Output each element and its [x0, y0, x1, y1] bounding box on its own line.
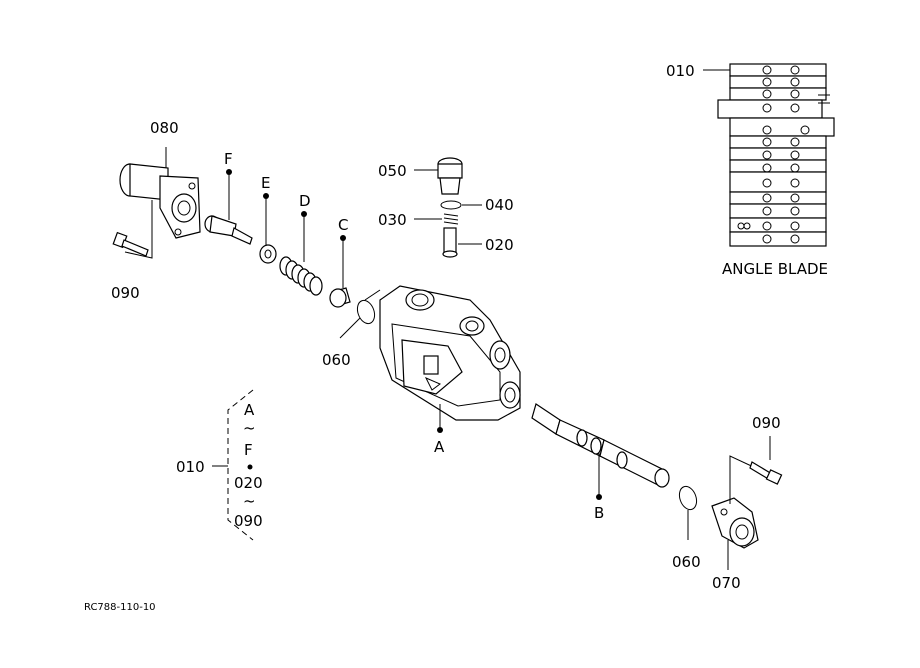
legend-tilde-2: ~ [243, 492, 256, 510]
label-E: E [261, 174, 270, 192]
legend-label-A: A [244, 401, 255, 419]
label-A: A [434, 438, 445, 456]
reference-code: RC788-110-10 [84, 602, 156, 613]
bolt-part-090-left [112, 200, 153, 259]
valve-stack-inset [703, 63, 835, 247]
label-D: D [299, 192, 311, 210]
legend-label-020: 020 [234, 474, 263, 492]
inset-caption: ANGLE BLADE [722, 260, 828, 278]
legend-label-090: 090 [234, 512, 263, 530]
label-010-inset: 010 [666, 62, 695, 80]
legend-label-F: F [244, 441, 253, 459]
legend-label-010: 010 [176, 458, 205, 476]
plug-part-050 [414, 157, 463, 195]
label-C: C [338, 216, 348, 234]
label-060-left: 060 [322, 351, 351, 369]
retainer-part-C [329, 235, 351, 308]
spring-part-030 [414, 213, 459, 225]
label-B: B [594, 504, 604, 522]
label-090-left: 090 [111, 284, 140, 302]
plunger-part-F [204, 169, 253, 245]
spring-part-D [279, 211, 323, 296]
label-060-right: 060 [672, 553, 701, 571]
label-F: F [224, 150, 233, 168]
label-090-right: 090 [752, 414, 781, 432]
label-040: 040 [485, 196, 514, 214]
o-ring-part-040 [440, 200, 482, 210]
label-080: 080 [150, 119, 179, 137]
legend-bracket [212, 389, 254, 541]
bolt-part-090-right [749, 436, 783, 485]
label-020: 020 [485, 236, 514, 254]
label-070: 070 [712, 574, 741, 592]
o-ring-part-060-right [678, 485, 698, 540]
label-050: 050 [378, 162, 407, 180]
end-cap-part-080 [119, 147, 201, 239]
cap-part-070 [711, 455, 761, 570]
poppet-part-020 [442, 227, 482, 258]
label-030: 030 [378, 211, 407, 229]
spool-part-B [531, 403, 670, 500]
washer-part-E [259, 193, 277, 264]
o-ring-part-060-left [339, 299, 376, 339]
legend-tilde-1: ~ [243, 419, 256, 437]
valve-body-part-A [364, 285, 521, 433]
